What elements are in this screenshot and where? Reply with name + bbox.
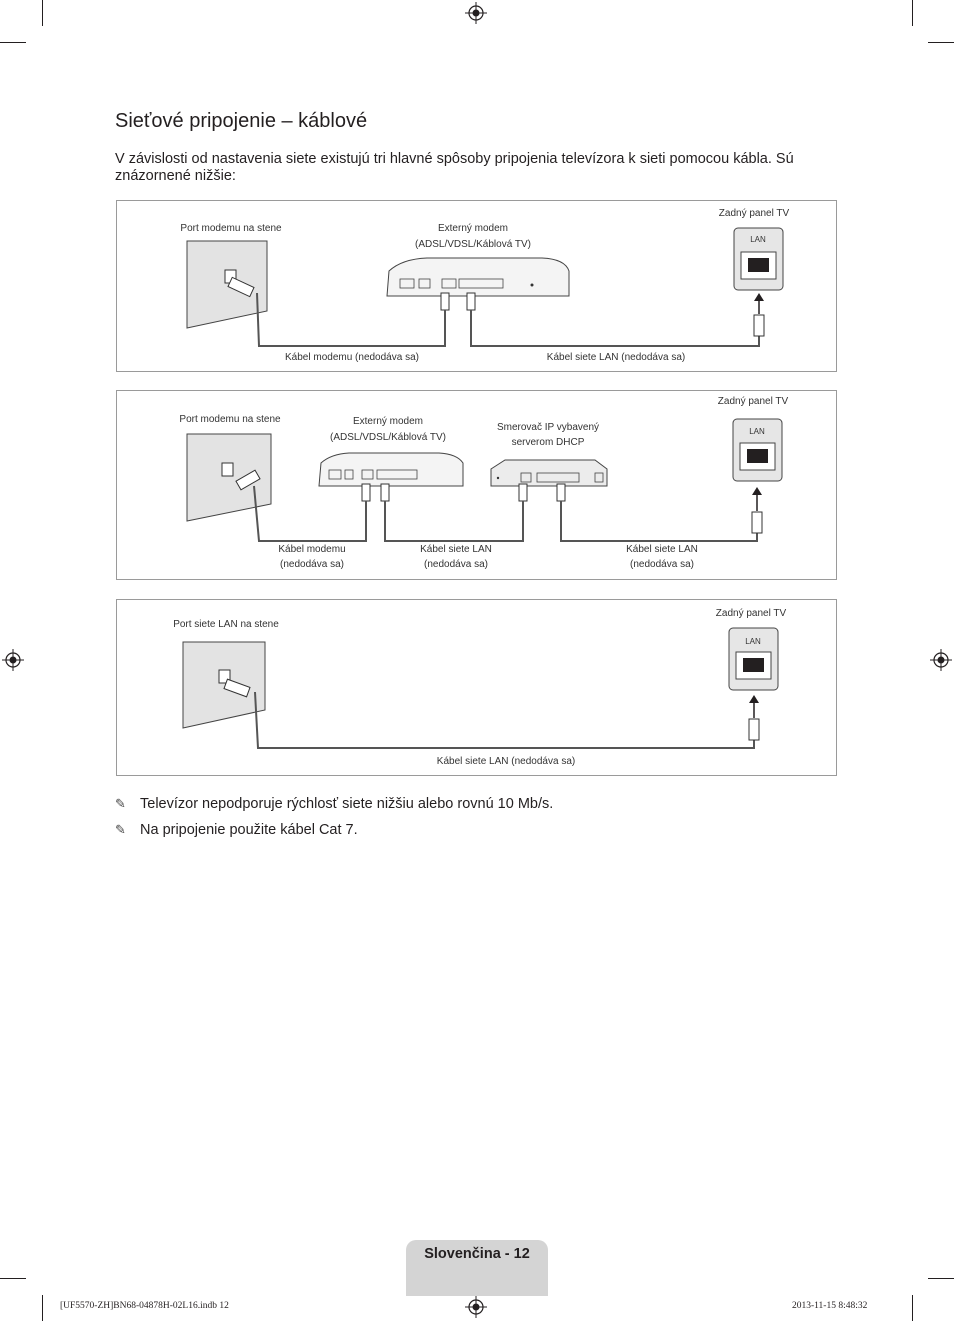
pencil-note-icon: ✎	[115, 822, 126, 838]
modem-label: Externý modem	[352, 416, 424, 427]
lan-cable-label: Kábel siete LAN	[420, 544, 492, 555]
wall-shape	[186, 240, 268, 329]
note-text: Na pripojenie použite kábel Cat 7.	[140, 822, 358, 838]
modem-cable	[256, 292, 446, 347]
lan-cable	[384, 501, 524, 542]
lan-port-label: LAN	[750, 235, 766, 244]
lan-port-label: LAN	[745, 637, 761, 646]
plug-icon	[753, 314, 765, 337]
plug-icon	[380, 483, 390, 502]
registration-mark-icon	[465, 1296, 487, 1318]
diagram-modem-router: Port modemu na stene Externý modem (ADSL…	[116, 390, 837, 580]
modem-shape	[386, 257, 570, 297]
modem-port-icon	[418, 278, 431, 289]
modem-port-icon	[344, 469, 354, 480]
note-item: ✎ Televízor nepodporuje rýchlosť siete n…	[115, 796, 553, 812]
wall-label: Port modemu na stene	[179, 414, 281, 425]
lan-cable	[470, 310, 760, 347]
wall-port-icon	[221, 462, 234, 477]
plug-icon	[223, 678, 251, 698]
registration-mark-icon	[930, 649, 952, 671]
registration-mark-icon	[2, 649, 24, 671]
lan-jack-icon	[747, 449, 768, 463]
plug-icon	[751, 511, 763, 534]
modem-cable	[253, 485, 367, 542]
lan-cable-note: (nedodáva sa)	[424, 559, 488, 570]
intro-paragraph: V závislosti od nastavenia siete existuj…	[115, 151, 794, 184]
diagram-wall-lan: Port siete LAN na stene Zadný panel TV L…	[116, 599, 837, 776]
wall-shape	[186, 433, 272, 522]
modem-port-icon	[328, 469, 342, 480]
plug-icon	[361, 483, 371, 502]
modem-type-label: (ADSL/VDSL/Káblová TV)	[330, 432, 446, 443]
lan-jack-icon	[743, 658, 764, 672]
router-led-icon	[496, 476, 500, 480]
plug-icon	[518, 483, 528, 502]
modem-label: Externý modem	[437, 223, 509, 234]
plug-icon	[227, 276, 255, 298]
router-dhcp-label: serverom DHCP	[511, 437, 585, 448]
modem-shape	[318, 452, 464, 487]
crop-mark	[42, 1295, 43, 1321]
lan-cable-label: Kábel siete LAN (nedodáva sa)	[546, 352, 686, 363]
plug-icon	[748, 718, 760, 741]
modem-port-icon	[458, 278, 504, 289]
diagram-wall-lan-graphic	[182, 627, 779, 749]
print-timestamp: 2013-11-15 8:48:32	[792, 1301, 868, 1311]
plug-icon	[466, 292, 476, 311]
crop-mark	[0, 1278, 26, 1279]
arrow-up-icon	[752, 487, 762, 495]
lan-cable	[560, 501, 758, 542]
pencil-note-icon: ✎	[115, 796, 126, 812]
crop-mark	[0, 42, 26, 43]
wall-port-icon	[218, 669, 231, 684]
crop-mark	[42, 0, 43, 26]
modem-cable-label: Kábel modemu	[278, 544, 346, 555]
modem-port-icon	[361, 469, 374, 480]
lan-jack-icon	[748, 258, 769, 272]
lan-cable-label: Kábel siete LAN (nedodáva sa)	[436, 756, 576, 767]
router-port-icon	[594, 472, 604, 483]
modem-port-icon	[376, 469, 418, 480]
modem-port-icon	[399, 278, 415, 289]
crop-mark	[912, 0, 913, 26]
note-item: ✎ Na pripojenie použite kábel Cat 7.	[115, 822, 358, 838]
print-file-info: [UF5570-ZH]BN68-04878H-02L16.indb 12	[60, 1301, 229, 1311]
page-title: Sieťové pripojenie – káblové	[115, 110, 368, 132]
wall-label: Port siete LAN na stene	[173, 619, 279, 630]
modem-cable-label: Kábel modemu (nedodáva sa)	[285, 352, 419, 363]
diagram-modem-direct-graphic	[186, 227, 784, 347]
modem-type-label: (ADSL/VDSL/Káblová TV)	[415, 239, 531, 250]
lan-port-label: LAN	[749, 427, 765, 436]
note-text: Televízor nepodporuje rýchlosť siete niž…	[140, 796, 554, 812]
tv-panel-label: Zadný panel TV	[715, 608, 787, 619]
router-label: Smerovač IP vybavený	[496, 422, 600, 433]
tv-panel-label: Zadný panel TV	[717, 396, 789, 407]
modem-port-icon	[441, 278, 457, 289]
router-port-icon	[536, 472, 580, 483]
crop-mark	[928, 1278, 954, 1279]
crop-mark	[928, 42, 954, 43]
modem-cable-note: (nedodáva sa)	[280, 559, 344, 570]
modem-led-icon	[530, 283, 534, 287]
tv-panel-label: Zadný panel TV	[718, 208, 790, 219]
router-port-icon	[520, 472, 532, 483]
lan-cable	[254, 691, 755, 749]
lan-cable-label: Kábel siete LAN	[626, 544, 698, 555]
diagram-modem-router-graphic	[186, 418, 783, 542]
wall-label: Port modemu na stene	[180, 223, 282, 234]
crop-mark	[912, 1295, 913, 1321]
wall-shape	[182, 641, 266, 729]
diagram-modem-direct: Port modemu na stene Externý modem (ADSL…	[116, 200, 837, 372]
arrow-up-icon	[749, 695, 759, 703]
page-number: Slovenčina - 12	[424, 1246, 530, 1262]
arrow-up-icon	[754, 293, 764, 301]
plug-icon	[440, 292, 450, 311]
page-number-tab	[406, 1240, 548, 1296]
plug-icon	[556, 483, 566, 502]
plug-icon	[235, 469, 261, 491]
registration-mark-icon	[465, 2, 487, 24]
lan-cable-note: (nedodáva sa)	[630, 559, 694, 570]
